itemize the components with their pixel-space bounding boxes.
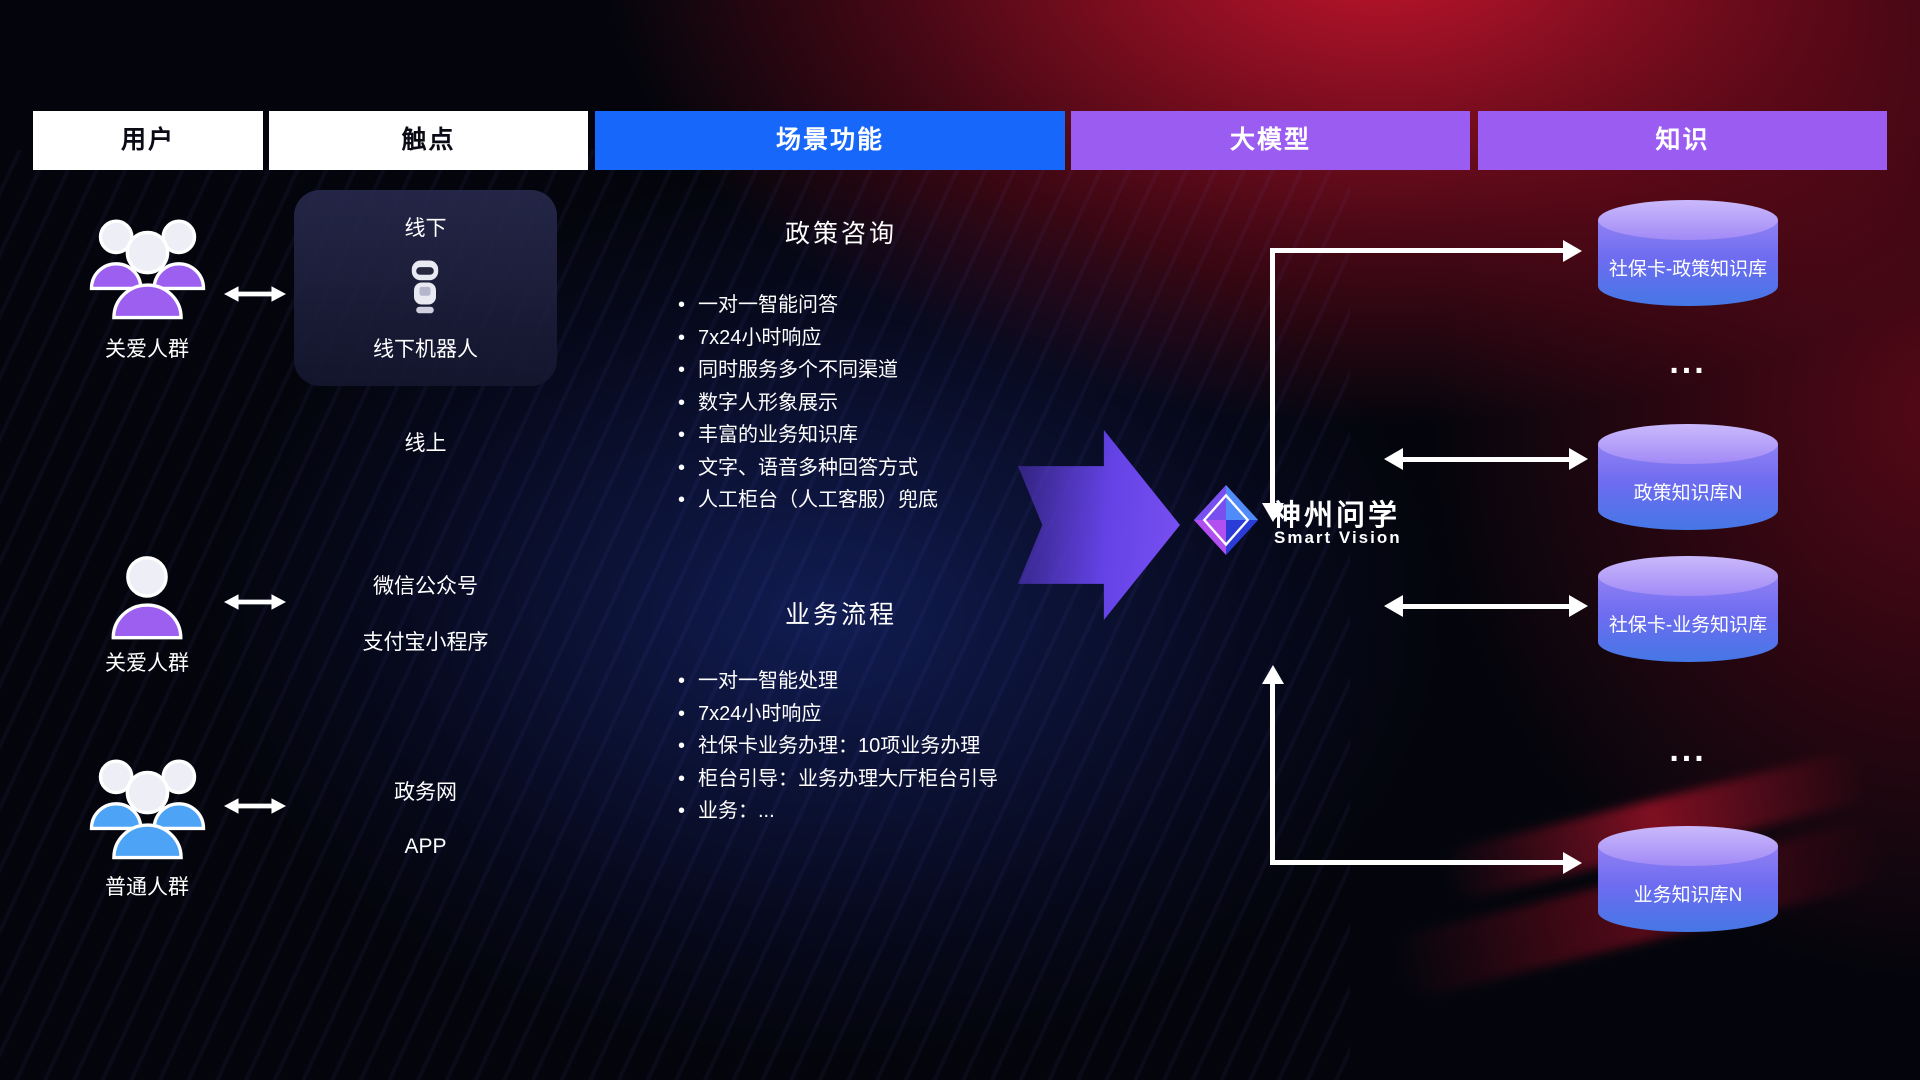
connector-top-h	[1270, 248, 1565, 253]
connector-top-v	[1270, 248, 1275, 505]
database-top	[1598, 826, 1778, 866]
users-group-icon	[80, 210, 215, 327]
list-item: 业务：...	[676, 795, 998, 828]
connector-mid2	[1400, 604, 1572, 609]
business-feature-list: 一对一智能处理 7x24小时响应 社保卡业务办理：10项业务办理 柜台引导：业务…	[676, 665, 998, 828]
channel-gov: 政务网	[394, 781, 457, 804]
list-item: 丰富的业务知识库	[676, 419, 938, 452]
user-group-label: 关爱人群	[105, 338, 189, 361]
arrowhead-down	[1262, 503, 1284, 522]
user-single-icon	[102, 549, 192, 648]
channel-wechat: 微信公众号	[373, 575, 478, 598]
connector-mid1	[1400, 457, 1572, 462]
arrowhead-right	[1563, 852, 1582, 874]
scenario-title-business: 业务流程	[784, 601, 897, 629]
policy-feature-list: 一对一智能问答 7x24小时响应 同时服务多个不同渠道 数字人形象展示 丰富的业…	[676, 289, 938, 517]
double-arrow-icon	[224, 793, 286, 819]
ellipsis: ...	[1669, 731, 1707, 769]
scenario-title-policy: 政策咨询	[784, 220, 897, 248]
header-scenarios: 场景功能	[595, 111, 1065, 170]
database-icon: 社保卡-政策知识库	[1598, 200, 1778, 306]
online-label: 线上	[404, 432, 447, 455]
list-item: 文字、语音多种回答方式	[676, 452, 938, 485]
arrowhead-right	[1563, 240, 1582, 262]
user-group-label: 关爱人群	[105, 652, 189, 675]
list-item: 社保卡业务办理：10项业务办理	[676, 730, 998, 763]
double-arrow-icon	[224, 589, 286, 615]
list-item: 一对一智能问答	[676, 289, 938, 322]
knowledge-base-label: 业务知识库N	[1633, 885, 1743, 907]
database-icon: 业务知识库N	[1598, 826, 1778, 932]
header-knowledge: 知识	[1478, 111, 1887, 170]
arrowhead-up	[1262, 665, 1284, 684]
arrowhead-left	[1384, 448, 1403, 470]
list-item: 柜台引导：业务办理大厅柜台引导	[676, 763, 998, 796]
knowledge-base-label: 社保卡-业务知识库	[1608, 615, 1768, 637]
offline-robot-label: 线下机器人	[373, 338, 478, 361]
arrowhead-left	[1384, 595, 1403, 617]
database-top	[1598, 556, 1778, 596]
arrowhead-right	[1569, 595, 1588, 617]
header-touchpoints: 触点	[269, 111, 588, 170]
list-item: 7x24小时响应	[676, 698, 998, 731]
logo-diamond-icon	[1192, 482, 1260, 563]
database-top	[1598, 200, 1778, 240]
list-item: 人工柜台（人工客服）兜底	[676, 484, 938, 517]
header-model: 大模型	[1071, 111, 1470, 170]
user-group-label: 普通人群	[105, 876, 189, 899]
knowledge-base-label: 社保卡-政策知识库	[1608, 259, 1768, 281]
list-item: 一对一智能处理	[676, 665, 998, 698]
ellipsis: ...	[1669, 343, 1707, 381]
model-subtitle: Smart Vision	[1274, 528, 1402, 547]
connector-bottom-v	[1270, 682, 1275, 865]
list-item: 7x24小时响应	[676, 322, 938, 355]
model-name: 神州问学	[1272, 500, 1401, 532]
list-item: 同时服务多个不同渠道	[676, 354, 938, 387]
channel-app: APP	[404, 835, 447, 858]
connector-bottom-h	[1270, 860, 1565, 865]
offline-label: 线下	[404, 217, 447, 240]
list-item: 数字人形象展示	[676, 387, 938, 420]
knowledge-base-label: 政策知识库N	[1633, 483, 1743, 505]
header-users: 用户	[33, 111, 263, 170]
arrowhead-right	[1569, 448, 1588, 470]
channel-alipay: 支付宝小程序	[362, 631, 489, 654]
database-icon: 社保卡-业务知识库	[1598, 556, 1778, 662]
robot-icon	[403, 258, 447, 323]
database-icon: 政策知识库N	[1598, 424, 1778, 530]
double-arrow-icon	[224, 281, 286, 307]
bg-streaks	[0, 150, 1350, 1080]
users-group-icon	[80, 750, 215, 867]
database-top	[1598, 424, 1778, 464]
